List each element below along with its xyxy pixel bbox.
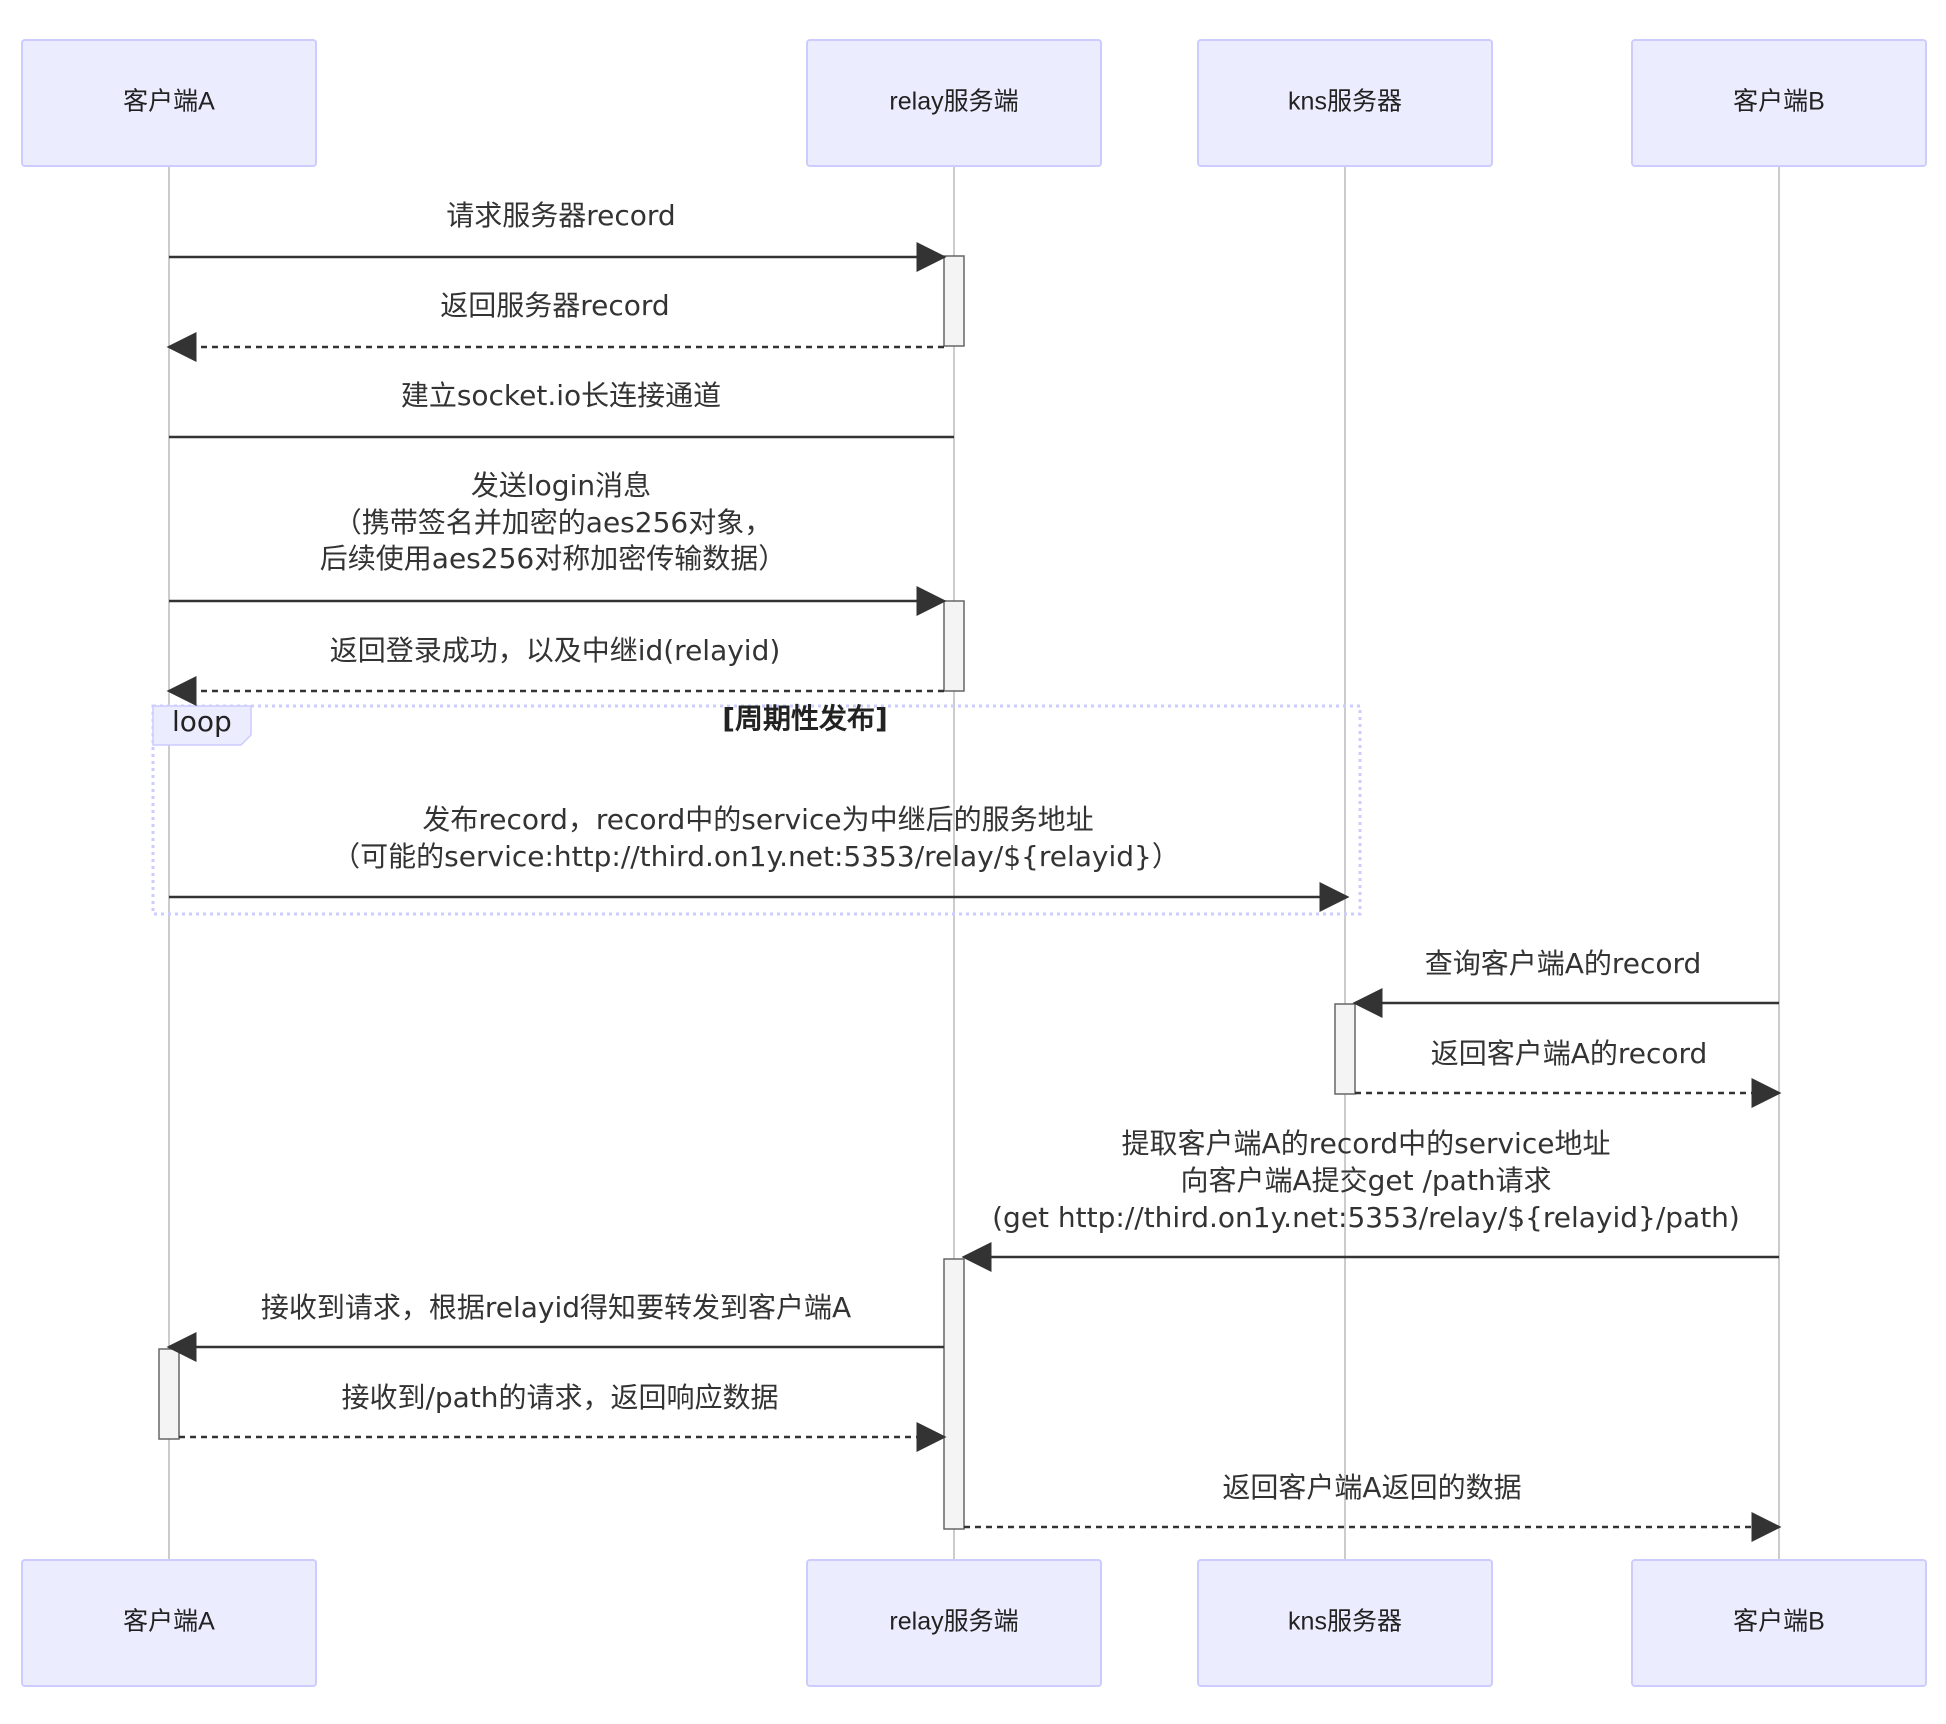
message-label-m9-line3: (get http://third.on1y.net:5353/relay/${… bbox=[992, 1201, 1740, 1234]
actor-label: kns服务器 bbox=[1288, 88, 1402, 116]
message-label-m6-line1: 发布record，record中的service为中继后的服务地址 bbox=[422, 803, 1093, 836]
actor-kns-top: kns服务器 bbox=[1197, 39, 1493, 167]
loop-label: loop bbox=[172, 705, 232, 738]
message-label-m4-line1: 发送login消息 bbox=[471, 469, 651, 502]
actor-relay-top: relay服务端 bbox=[806, 39, 1102, 167]
actor-label: 客户端A bbox=[123, 88, 215, 116]
message-label-m3: 建立socket.io长连接通道 bbox=[401, 379, 721, 412]
message-label-m7: 查询客户端A的record bbox=[1425, 947, 1702, 980]
activation-client-a bbox=[158, 1348, 180, 1440]
message-label-m10: 接收到请求，根据relayid得知要转发到客户端A bbox=[261, 1291, 851, 1324]
actor-client-b-bottom: 客户端B bbox=[1631, 1559, 1927, 1687]
actor-client-a-top: 客户端A bbox=[21, 39, 317, 167]
actor-relay-bottom: relay服务端 bbox=[806, 1559, 1102, 1687]
actor-kns-bottom: kns服务器 bbox=[1197, 1559, 1493, 1687]
actor-label: kns服务器 bbox=[1288, 1608, 1402, 1636]
message-label-m4-line2: （携带签名并加密的aes256对象， bbox=[334, 506, 772, 539]
activation-relay-1 bbox=[943, 255, 965, 347]
activation-relay-2 bbox=[943, 600, 965, 692]
actor-label: 客户端A bbox=[123, 1608, 215, 1636]
message-label-m9-line2: 向客户端A提交get /path请求 bbox=[1180, 1164, 1551, 1197]
message-label-m2: 返回服务器record bbox=[440, 289, 669, 322]
message-label-m4-line3: 后续使用aes256对称加密传输数据） bbox=[320, 542, 786, 575]
message-label-m12: 返回客户端A返回的数据 bbox=[1222, 1471, 1521, 1504]
actor-label: relay服务端 bbox=[889, 1608, 1018, 1636]
message-label-m8: 返回客户端A的record bbox=[1431, 1037, 1708, 1070]
message-label-m5: 返回登录成功，以及中继id(relayid) bbox=[330, 634, 781, 667]
loop-condition: [周期性发布] bbox=[722, 702, 888, 735]
activation-relay-3 bbox=[943, 1258, 965, 1530]
actor-label: relay服务端 bbox=[889, 88, 1018, 116]
message-label-m1: 请求服务器record bbox=[446, 199, 675, 232]
actor-client-a-bottom: 客户端A bbox=[21, 1559, 317, 1687]
message-label-m6-line2: （可能的service:http://third.on1y.net:5353/r… bbox=[332, 840, 1180, 873]
loop-frame: loop [周期性发布] bbox=[151, 702, 1362, 916]
actor-client-b-top: 客户端B bbox=[1631, 39, 1927, 167]
message-label-m9-line1: 提取客户端A的record中的service地址 bbox=[1122, 1127, 1611, 1160]
activation-kns bbox=[1334, 1003, 1356, 1095]
actor-label: 客户端B bbox=[1733, 88, 1825, 116]
message-label-m11: 接收到/path的请求，返回响应数据 bbox=[341, 1381, 778, 1414]
actor-label: 客户端B bbox=[1733, 1608, 1825, 1636]
